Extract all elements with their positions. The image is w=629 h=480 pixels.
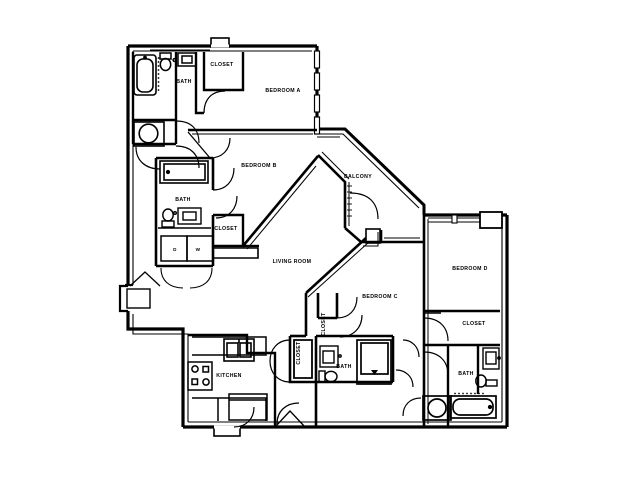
balcony-door-swing [349, 192, 379, 220]
closet-c-walls [293, 339, 313, 379]
vanity-c [319, 345, 342, 368]
bath-d-enclosure [446, 345, 480, 427]
bedroom-c-walls [288, 293, 395, 427]
label-bedroom-c: BEDROOM C [362, 294, 397, 300]
balcony-lower-rail [317, 154, 347, 228]
label-bath-c: BATH [336, 364, 351, 370]
kitchen-island [228, 393, 268, 421]
bedroom-d-walls [422, 215, 500, 427]
living-room-diagonals [242, 155, 367, 294]
toilet-c [318, 370, 338, 383]
kitchen-walls [188, 333, 277, 427]
balcony-railing-ticks [347, 185, 352, 217]
balcony-base [344, 227, 424, 244]
closet-d-door-swing [423, 317, 449, 342]
bathtub-d [449, 395, 497, 419]
balcony-inner-rail [317, 133, 420, 209]
closet-a-door-swing [203, 90, 226, 114]
closet-c2-door-swing [336, 296, 358, 319]
bedroom-a-door-leaf [187, 131, 211, 159]
label-bath-d: BATH [458, 371, 473, 377]
balcony-column [365, 228, 381, 244]
toilet-a [159, 52, 172, 72]
label-living-room: LIVING ROOM [273, 259, 312, 265]
kitchen-door-swing [233, 406, 255, 428]
dryer-label: D [173, 247, 177, 252]
hall-door-swing-right [402, 339, 420, 358]
laundry-b-door-right [189, 267, 213, 289]
closet-b-shelf [213, 247, 259, 259]
bedroom-d-window-band [428, 211, 503, 229]
laundry-d-door-swing [402, 397, 422, 417]
label-bath-b: BATH [175, 197, 190, 203]
kitchen-sink [223, 338, 255, 362]
label-bedroom-b: BEDROOM B [241, 163, 276, 169]
label-closet-a: CLOSET [210, 62, 234, 68]
label-closet-c: CLOSET [296, 341, 302, 365]
main-entry-door-swing [276, 402, 300, 425]
closet-a-walls [202, 52, 245, 92]
room-labels: BEDROOM A BEDROOM B BEDROOM C BEDROOM D … [175, 62, 487, 379]
laundry-unit-d [422, 395, 452, 421]
label-kitchen: KITCHEN [216, 373, 242, 379]
shower-c [356, 339, 392, 385]
label-closet-d: CLOSET [462, 321, 486, 327]
balcony-walls [317, 127, 426, 215]
laundry-b-door-left [160, 267, 184, 289]
bathtub-a [133, 54, 157, 96]
laundry-unit-a [133, 121, 165, 147]
toilet-b [161, 208, 175, 228]
bath-b-door-swing [212, 167, 235, 191]
bath-c-door-swing [339, 314, 363, 338]
bath-a-door-swing [175, 120, 200, 144]
kitchen-counters [192, 336, 267, 421]
toilet-d [475, 374, 498, 388]
closet-c-door-swing [269, 339, 291, 362]
vanity-b [158, 207, 211, 229]
closet-b-door-swing [215, 195, 238, 219]
vanity-d [482, 347, 501, 370]
kitchen-entry-swing [274, 410, 306, 428]
bathtub-b [159, 160, 209, 184]
label-closet-c2: CLOSET [321, 312, 327, 336]
balcony-base-inner [363, 232, 420, 247]
label-bedroom-d: BEDROOM D [452, 266, 487, 272]
left-bay-door-swing [129, 271, 161, 287]
living-room-diagonals-inner [246, 165, 370, 298]
kitchen-stove [187, 361, 213, 391]
washer-label: W [196, 247, 201, 252]
label-bath-a: BATH [176, 79, 191, 85]
shower-curtain-a [157, 57, 160, 91]
bath-a-walls [131, 52, 204, 146]
label-balcony: BALCONY [344, 174, 372, 180]
bedroom-a-windows [313, 50, 321, 135]
label-bedroom-a: BEDROOM A [265, 88, 300, 94]
hall-door-swing-right2 [395, 369, 414, 388]
vanity-a [172, 52, 197, 67]
label-closet-b: CLOSET [214, 226, 238, 232]
